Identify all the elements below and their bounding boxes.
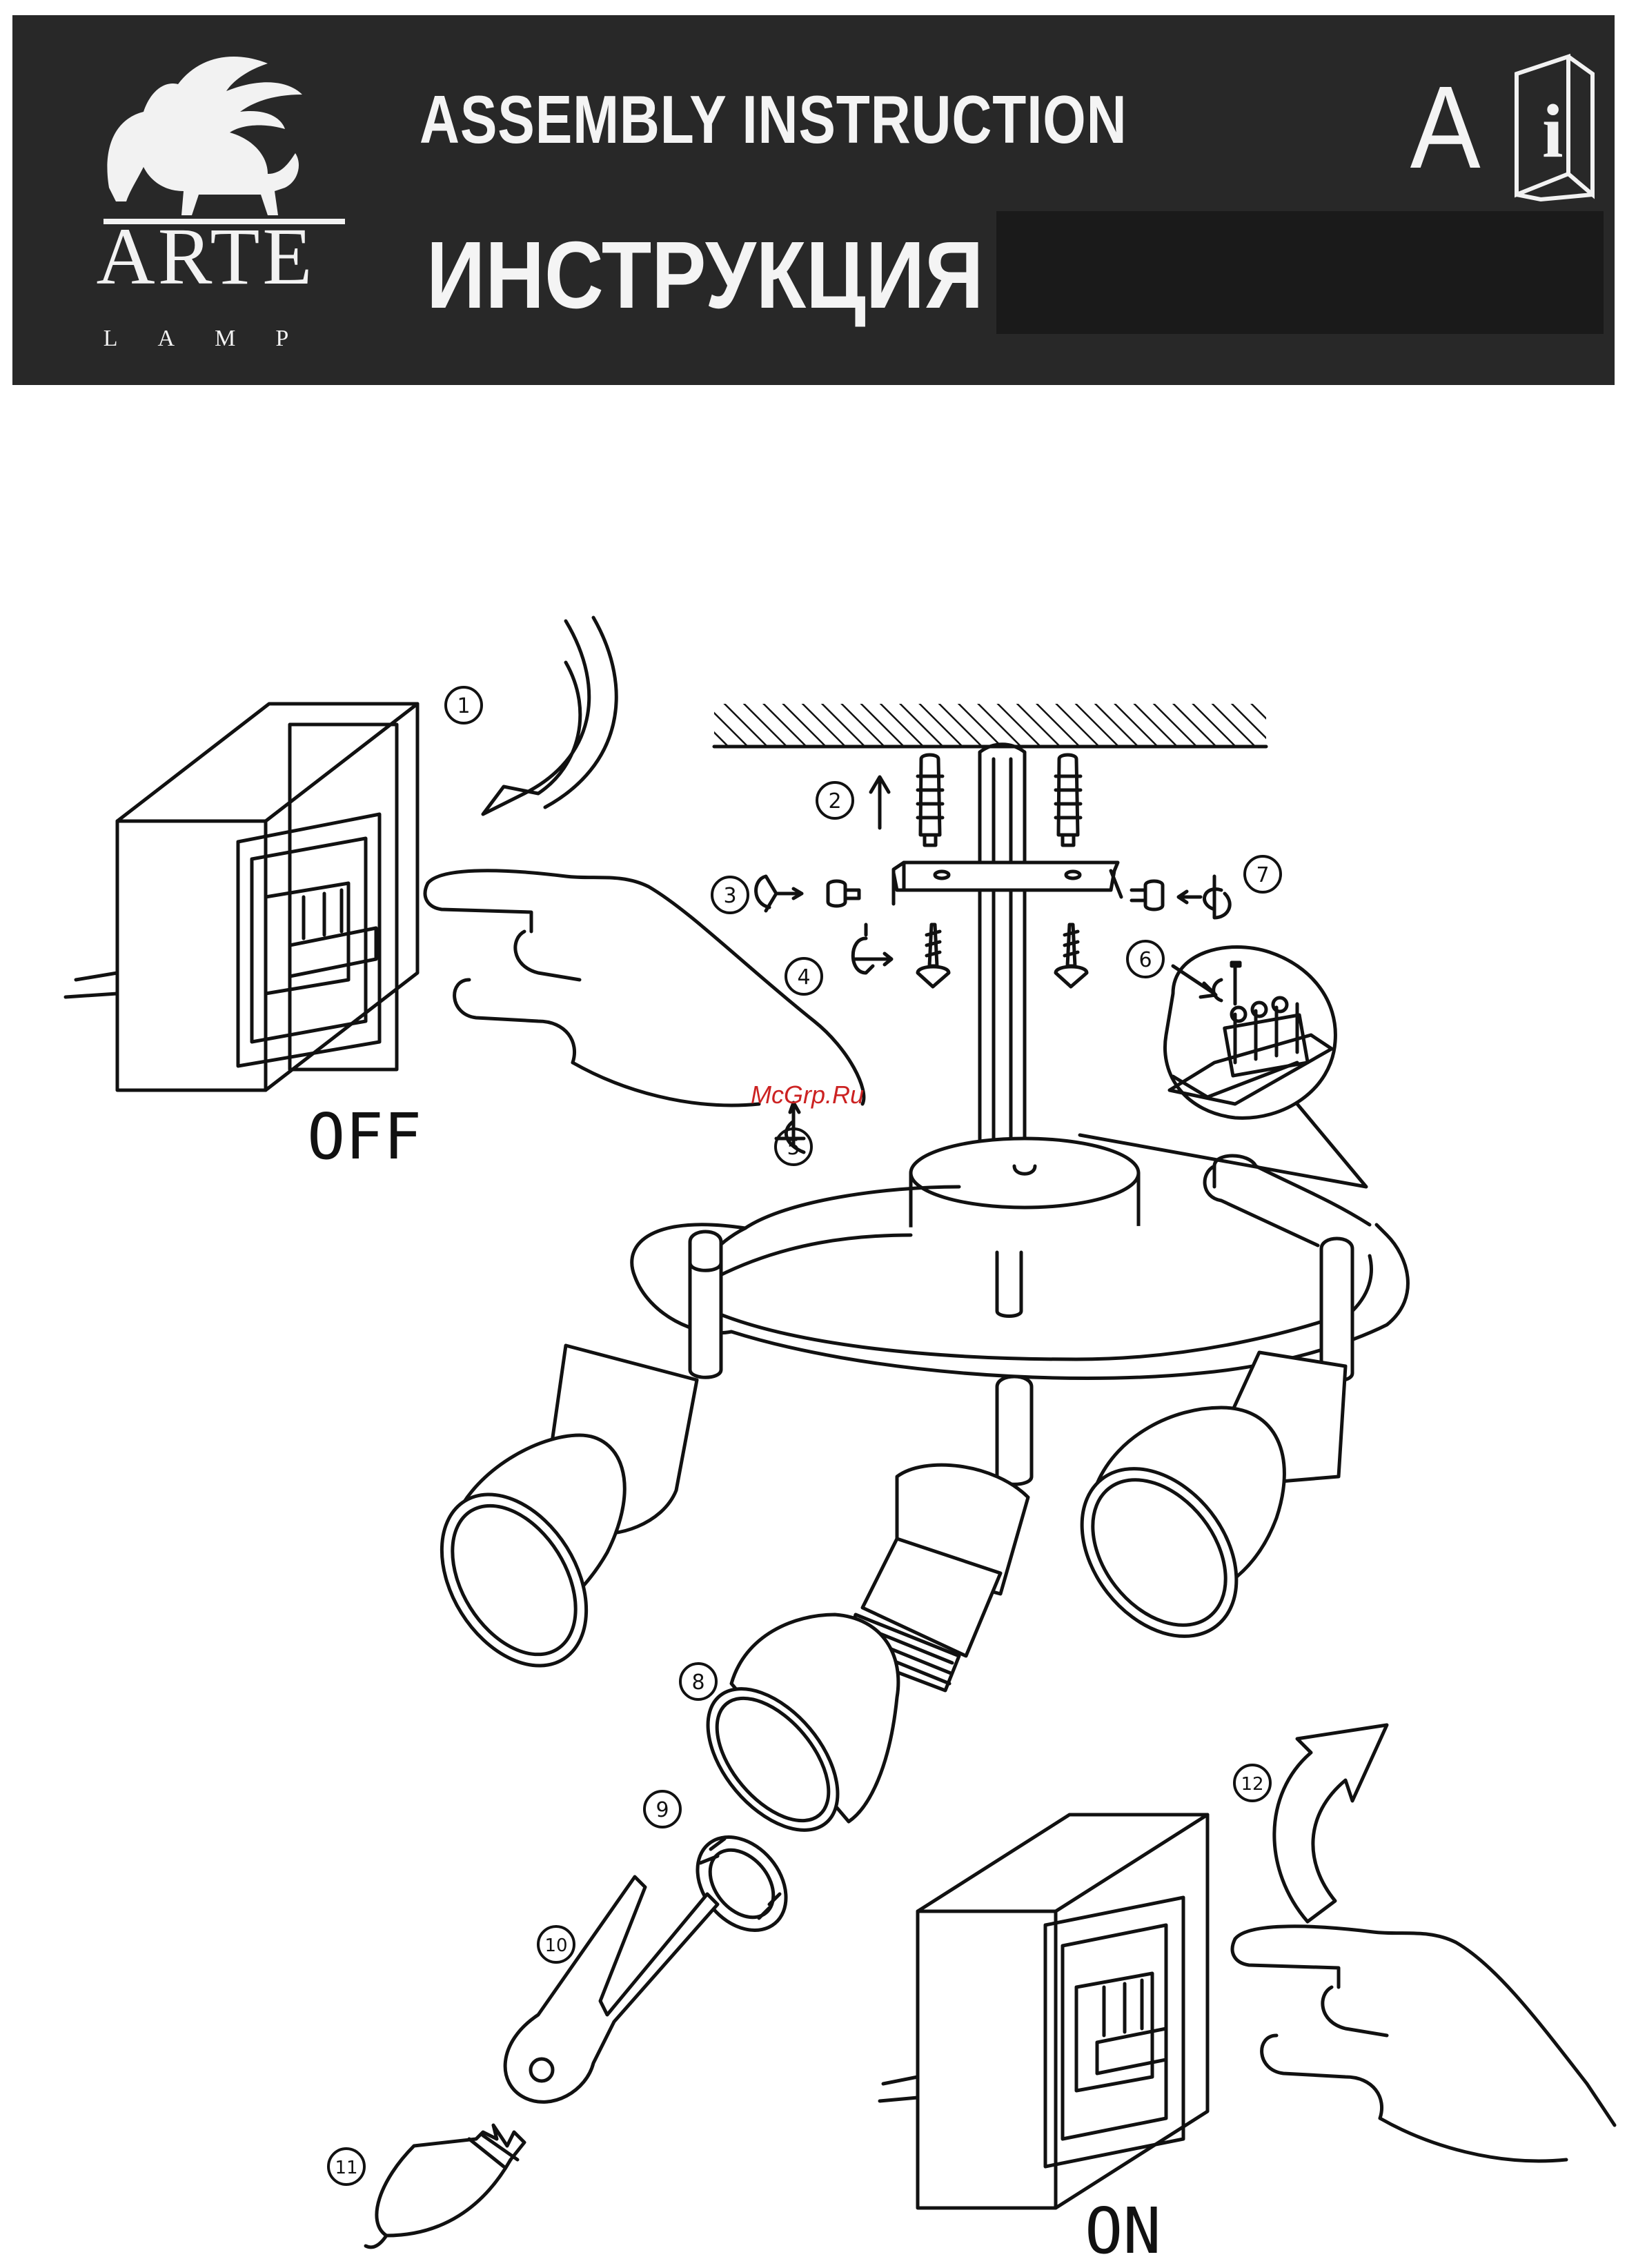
arrow-icon xyxy=(483,621,589,814)
step-5: 5 xyxy=(787,1136,800,1160)
step-2: 2 xyxy=(828,789,841,813)
step-10: 10 xyxy=(544,1935,567,1956)
wall-plug-icon xyxy=(918,755,943,835)
on-label: ON xyxy=(1085,2200,1161,2263)
screw-icon xyxy=(828,881,859,906)
spotlight-right xyxy=(1050,1352,1345,1666)
step-9: 9 xyxy=(655,1798,669,1822)
bulb-icon xyxy=(366,2125,524,2247)
hand-on-icon xyxy=(1232,1926,1615,2161)
spotlight-left xyxy=(412,1345,697,1692)
step-7: 7 xyxy=(1256,863,1269,887)
step-8: 8 xyxy=(691,1670,704,1695)
key-tool-icon xyxy=(505,1877,718,2102)
step-11: 11 xyxy=(335,2158,357,2178)
step-4: 4 xyxy=(797,965,810,989)
step-12: 12 xyxy=(1241,1774,1263,1795)
off-label: OFF xyxy=(307,1105,422,1169)
wall-switch-icon xyxy=(66,704,417,1090)
step-1: 1 xyxy=(457,694,470,718)
step-3: 3 xyxy=(723,884,736,908)
shade-icon xyxy=(682,1615,898,1854)
step-6: 6 xyxy=(1138,948,1152,972)
wall-switch-on-icon xyxy=(880,1815,1207,2208)
watermark: McGrp.Ru xyxy=(751,1081,864,1110)
